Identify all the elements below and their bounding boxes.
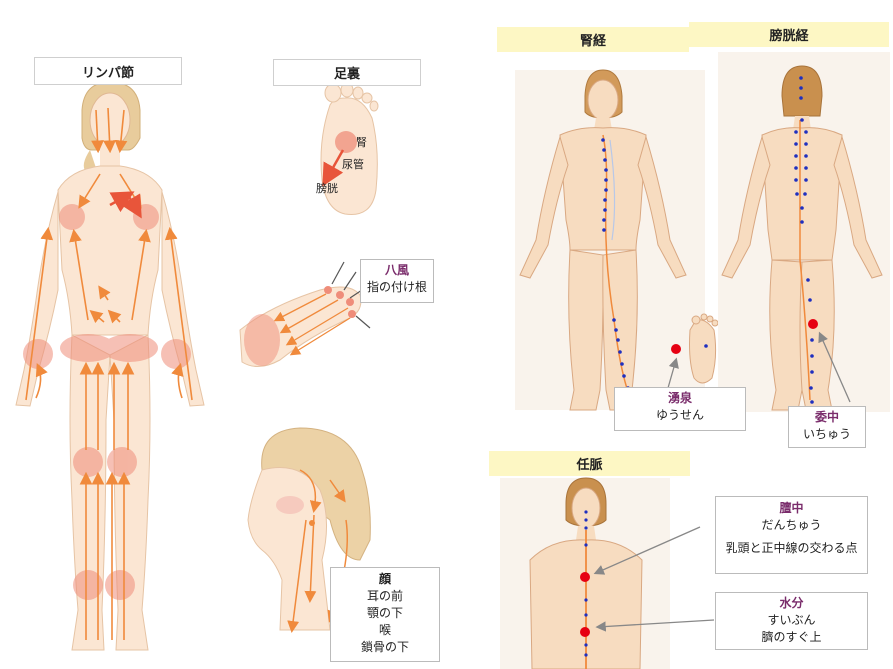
foot-sole-figure (320, 82, 379, 215)
danchu-note: 乳頭と正中線の交わる点 (725, 541, 858, 555)
yusen-reading: ゆうせん (655, 408, 704, 422)
face-line-3: 喉 (378, 623, 391, 637)
danchu-reading: だんちゅう (761, 518, 822, 532)
yusen-callout: 湧泉 ゆうせん (614, 387, 746, 431)
face-line-1: 耳の前 (366, 589, 403, 603)
kidney-meridian-title: 腎経 (497, 27, 689, 52)
suibun-point-marker (580, 627, 590, 637)
face-line-4: 鎖骨の下 (360, 640, 409, 654)
danchu-name: 膻中 (779, 501, 804, 515)
sole-label-bladder: 膀胱 (316, 182, 338, 195)
suibun-name: 水分 (779, 596, 804, 610)
suibun-note: 臍のすぐ上 (761, 630, 822, 644)
lymph-title: リンパ節 (34, 57, 182, 85)
bladder-meridian-figure (718, 52, 890, 412)
danchu-callout: 膻中 だんちゅう 乳頭と正中線の交わる点 (715, 496, 868, 574)
danchu-point-marker (580, 572, 590, 582)
face-callout: 顔 耳の前 顎の下 喉 鎖骨の下 (330, 567, 440, 662)
yusen-name: 湧泉 (667, 391, 692, 405)
foot-top-figure (239, 261, 371, 367)
ichu-point-marker (808, 319, 818, 329)
ichu-callout: 委中 いちゅう (788, 406, 866, 448)
bafu-callout: 八風 指の付け根 (360, 259, 434, 303)
suibun-callout: 水分 すいぶん 臍のすぐ上 (715, 592, 868, 650)
head-profile-figure (247, 427, 371, 633)
ichu-reading: いちゅう (802, 427, 851, 441)
sole-label-ureter: 尿管 (342, 158, 364, 171)
conception-vessel-figure (500, 477, 715, 669)
kidney-meridian-figure (515, 69, 705, 411)
yusen-point-marker (671, 344, 681, 354)
bafu-title: 八風 (384, 263, 409, 277)
bafu-desc: 指の付け根 (366, 280, 427, 294)
suibun-reading: すいぶん (767, 613, 816, 627)
conception-vessel-title: 任脈 (489, 451, 690, 476)
sole-label-kidney: 腎 (356, 136, 367, 149)
face-line-2: 顎の下 (366, 606, 403, 620)
yusen-sole-figure (667, 313, 719, 389)
face-title: 顔 (378, 572, 391, 586)
bladder-meridian-title: 膀胱経 (689, 22, 889, 47)
lymph-body-figure (15, 81, 205, 651)
ichu-name: 委中 (814, 410, 839, 424)
sole-title: 足裏 (273, 59, 421, 86)
